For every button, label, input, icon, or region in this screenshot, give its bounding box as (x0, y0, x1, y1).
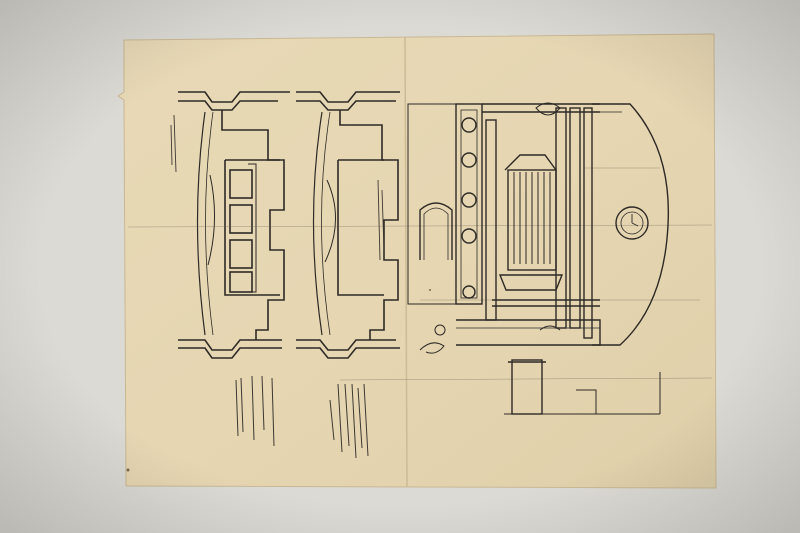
vignette-overlay (0, 0, 800, 533)
drawing-sheet-photo (0, 0, 800, 533)
photo-stage (0, 0, 800, 533)
